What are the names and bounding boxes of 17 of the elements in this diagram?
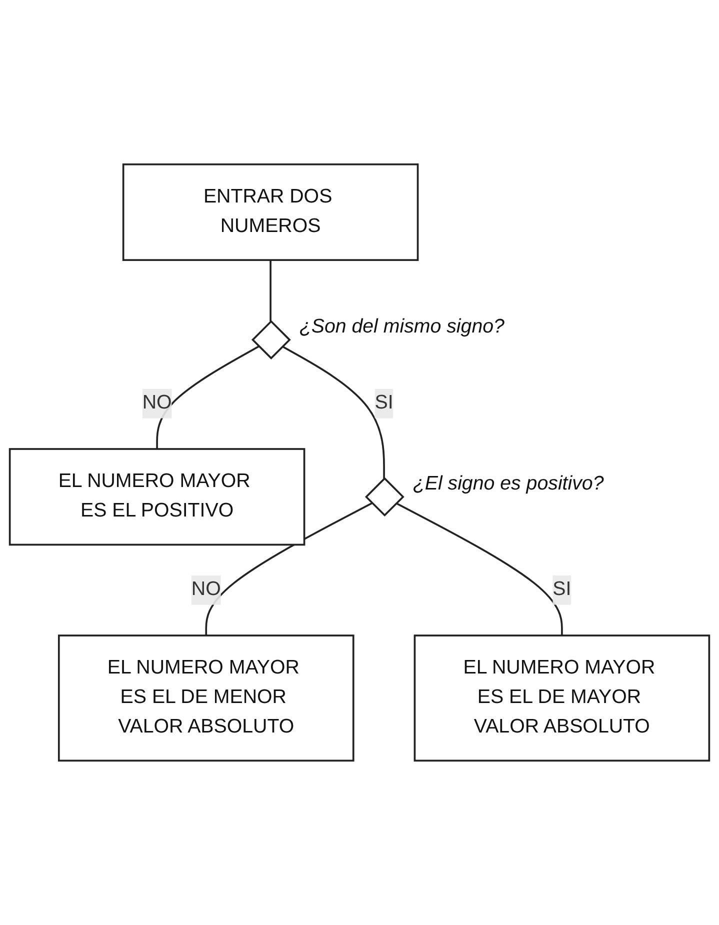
edge-label: NO: [191, 579, 221, 600]
edge-label: NO: [142, 392, 172, 414]
connector: [282, 346, 385, 478]
connector: [156, 346, 260, 449]
edge-label: SI: [374, 392, 394, 414]
node-diamond: [364, 477, 404, 517]
node-box: EL NUMERO MAYOR ES EL DE MAYOR VALOR ABSOLUTO: [414, 634, 710, 762]
node-box: ENTRAR DOS NUMEROS: [122, 163, 419, 261]
question-text: ¿Son del mismo signo?: [299, 315, 504, 338]
node-box: EL NUMERO MAYOR ES EL POSITIVO: [8, 448, 306, 546]
node-diamond: [251, 320, 291, 360]
edge-label: SI: [552, 579, 572, 600]
connector: [396, 502, 563, 636]
connector: [270, 260, 272, 322]
connector: [205, 502, 372, 636]
question-text: ¿El signo es positivo?: [412, 472, 604, 494]
node-box: EL NUMERO MAYOR ES EL DE MENOR VALOR ABSOLUTO: [58, 634, 354, 762]
